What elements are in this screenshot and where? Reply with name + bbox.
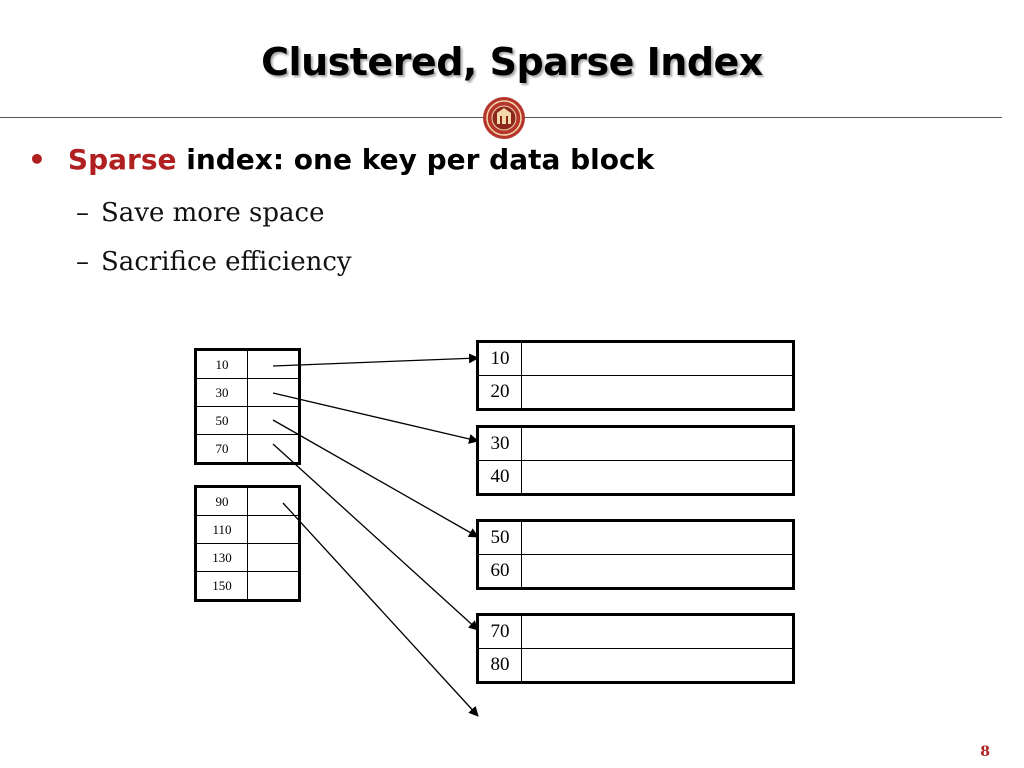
page-number: 8 <box>980 744 990 760</box>
main-bullet: • Sparse index: one key per data block <box>28 143 654 176</box>
bullet-accent-text: Sparse <box>67 143 177 176</box>
record-key: 20 <box>477 375 522 410</box>
data-record: 40 <box>477 460 794 495</box>
dash-icon: – <box>76 247 89 277</box>
index-pointer <box>247 571 300 601</box>
sub-bullet-2: –Sacrifice efficiency <box>76 247 352 277</box>
data-record: 70 <box>477 614 794 649</box>
index-entry: 70 <box>195 434 300 464</box>
data-block-2: 30 40 <box>476 425 795 496</box>
record-key: 80 <box>477 648 522 683</box>
data-record: 60 <box>477 554 794 589</box>
sub-bullet-text: Sacrifice efficiency <box>101 247 352 277</box>
bullet-dot-icon: • <box>28 143 46 176</box>
record-body <box>521 648 794 683</box>
record-body <box>521 554 794 589</box>
bullet-text: index: one key per data block <box>176 143 655 176</box>
index-block-1: 10 30 50 70 <box>194 348 301 465</box>
index-key: 150 <box>195 571 248 601</box>
record-key: 70 <box>477 614 522 649</box>
sub-bullet-text: Save more space <box>101 198 325 228</box>
pointer-arrow <box>272 419 479 538</box>
record-key: 60 <box>477 554 522 589</box>
data-record: 10 <box>477 341 794 376</box>
index-key: 130 <box>195 543 248 572</box>
pointer-arrow <box>272 443 479 631</box>
record-body <box>521 460 794 495</box>
data-record: 80 <box>477 648 794 683</box>
index-key: 90 <box>195 486 248 516</box>
record-body <box>521 375 794 410</box>
index-key: 50 <box>195 406 248 435</box>
data-record: 50 <box>477 520 794 555</box>
data-block-1: 10 20 <box>476 340 795 411</box>
record-key: 50 <box>477 520 522 555</box>
sub-bullet-1: –Save more space <box>76 198 324 228</box>
record-body <box>521 426 794 461</box>
data-block-4: 70 80 <box>476 613 795 684</box>
index-block-2: 90 110 130 150 <box>194 485 301 602</box>
index-pointer <box>247 515 300 544</box>
slide-title: Clustered, Sparse Index <box>261 40 763 84</box>
data-block-3: 50 60 <box>476 519 795 590</box>
record-body <box>521 520 794 555</box>
dash-icon: – <box>76 198 89 228</box>
pointer-arrow <box>282 502 479 717</box>
data-record: 20 <box>477 375 794 410</box>
pointer-arrow <box>272 353 479 367</box>
record-body <box>521 614 794 649</box>
index-entry: 150 <box>195 571 300 601</box>
index-entry: 130 <box>195 543 300 572</box>
pointer-arrow <box>272 392 479 444</box>
university-seal-icon <box>483 97 525 139</box>
record-body <box>521 341 794 376</box>
index-pointer <box>247 543 300 572</box>
index-pointer <box>247 434 300 464</box>
